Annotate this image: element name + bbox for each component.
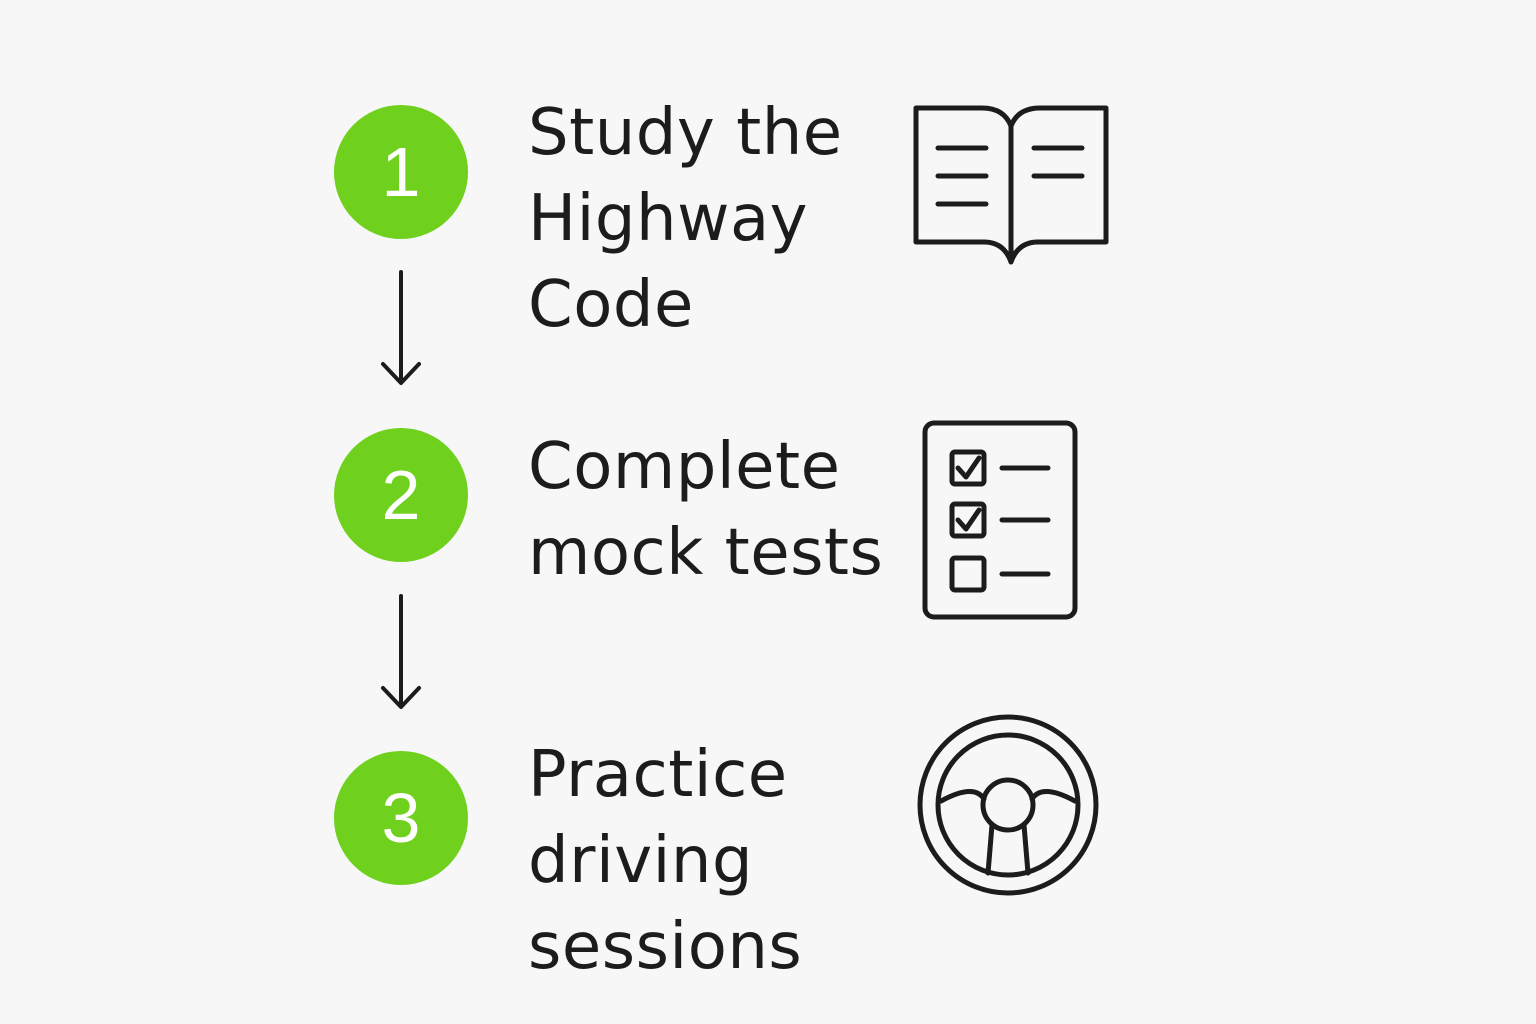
step-1-label: Study the Highway Code <box>528 90 843 348</box>
step-2-number: 2 <box>381 456 421 534</box>
steering-wheel-icon <box>916 713 1100 897</box>
step-1-label-line-2: Highway <box>528 182 809 256</box>
checklist-icon <box>922 420 1078 620</box>
step-1-label-line-1: Study the <box>528 96 843 170</box>
step-3-label-line-3: sessions <box>528 910 803 984</box>
step-2-number-badge: 2 <box>334 428 468 562</box>
step-3-label: Practice driving sessions <box>528 732 802 990</box>
arrow-down-icon <box>380 270 422 388</box>
step-2-label-line-1: Complete <box>528 430 841 504</box>
step-3-label-line-1: Practice <box>528 738 788 812</box>
step-1-number-badge: 1 <box>334 105 468 239</box>
step-3-label-line-2: driving <box>528 824 754 898</box>
step-2-label: Complete mock tests <box>528 424 883 596</box>
step-3-number: 3 <box>381 779 421 857</box>
step-1-label-line-3: Code <box>528 268 694 342</box>
step-3-number-badge: 3 <box>334 751 468 885</box>
open-book-icon <box>912 104 1110 266</box>
arrow-down-icon <box>380 594 422 712</box>
step-2-label-line-2: mock tests <box>528 516 884 590</box>
step-1-number: 1 <box>381 133 421 211</box>
